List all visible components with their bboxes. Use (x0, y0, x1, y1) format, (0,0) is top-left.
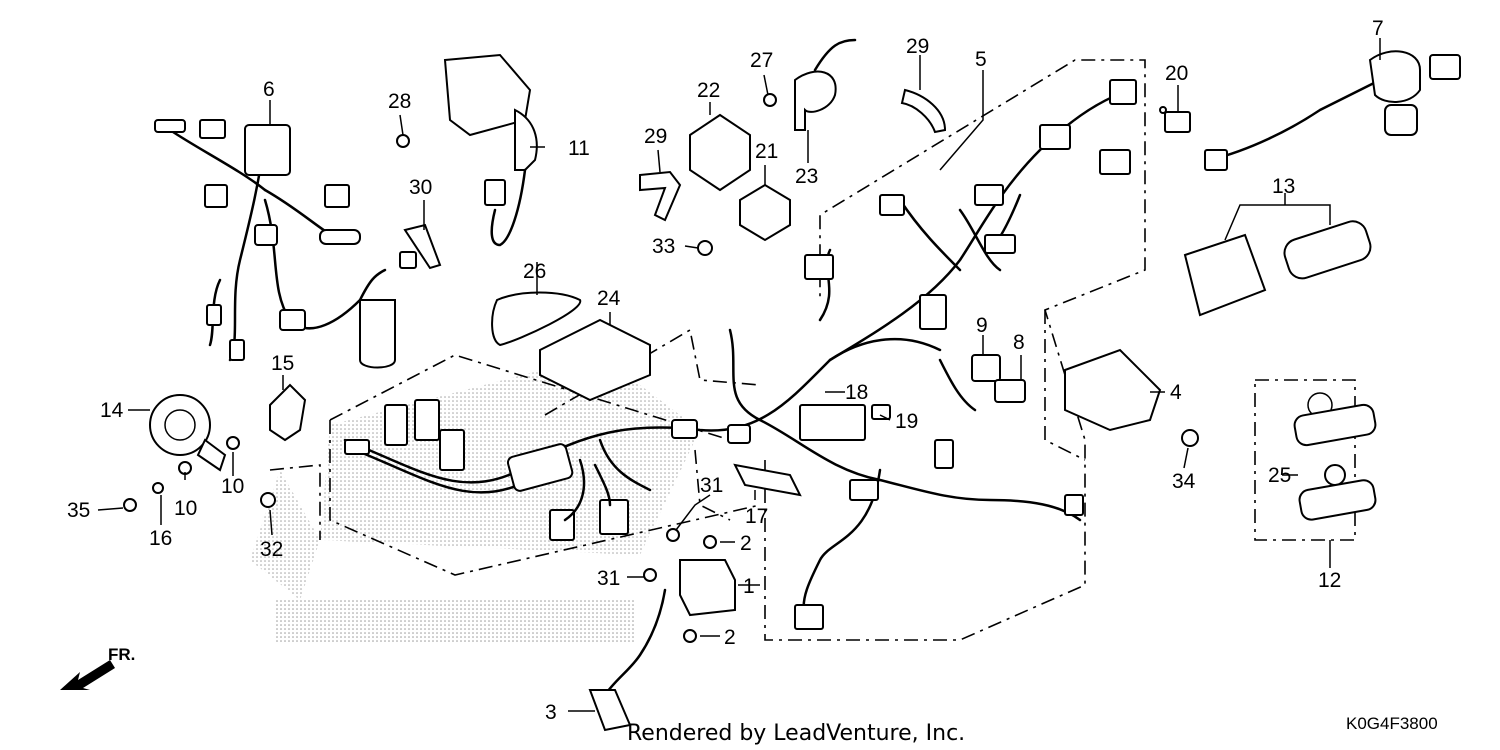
callout-7: 7 (1372, 17, 1384, 40)
clip-30 (399, 223, 442, 270)
callout-22: 22 (697, 79, 720, 102)
callout-2: 2 (740, 532, 752, 555)
callout-15: 15 (271, 352, 294, 375)
band-29a (639, 170, 682, 222)
fasteners (123, 93, 1199, 643)
callout-17: 17 (745, 505, 768, 528)
horn-14 (149, 394, 227, 472)
front-direction-arrow-icon (60, 660, 115, 690)
callout-4: 4 (1170, 381, 1182, 404)
callout-29: 29 (644, 125, 667, 148)
callout-11: 11 (568, 137, 590, 160)
callout-18: 18 (845, 381, 868, 404)
smart-unit-13 (1183, 220, 1372, 317)
callout-21: 21 (755, 140, 778, 163)
callout-16: 16 (149, 527, 172, 550)
callout-8: 8 (1013, 331, 1025, 354)
callout-10: 10 (221, 475, 244, 498)
honda-wordmark-watermark (275, 598, 635, 644)
callout-31: 31 (597, 567, 620, 590)
smart-key-12 (1293, 392, 1377, 521)
ecu-24 (539, 318, 651, 402)
spark-plug-cap-3 (588, 689, 632, 732)
leader-lines (97, 38, 1381, 712)
callout-23: 23 (795, 165, 818, 188)
callout-29: 29 (906, 35, 929, 58)
starter-relay-9 (971, 354, 1001, 382)
connector-19 (871, 404, 891, 420)
callout-20: 20 (1165, 62, 1188, 85)
callout-30: 30 (409, 176, 432, 199)
callout-10: 10 (174, 497, 197, 520)
callout-31: 31 (700, 474, 723, 497)
callout-labels: 1 2 2 3 4 5 6 7 8 9 10 10 11 12 13 14 15… (67, 17, 1384, 724)
callout-13: 13 (1272, 175, 1295, 198)
bracket-23 (794, 38, 857, 131)
callout-24: 24 (597, 287, 621, 310)
band-29b (900, 88, 947, 134)
callout-32: 32 (260, 538, 283, 561)
ignition-switch-part (443, 53, 538, 247)
callout-25: 25 (1268, 464, 1291, 487)
front-direction-label: FR. (108, 645, 135, 664)
callout-14: 14 (100, 399, 124, 422)
callout-3: 3 (545, 701, 557, 724)
callout-28: 28 (388, 90, 411, 113)
ignition-coil-1 (603, 559, 736, 697)
relay-8 (994, 379, 1026, 403)
callout-27: 27 (750, 49, 773, 72)
callout-6: 6 (263, 78, 275, 101)
callout-5: 5 (975, 48, 987, 71)
callout-33: 33 (652, 235, 675, 258)
bracket-15 (269, 383, 307, 442)
callout-26: 26 (523, 260, 546, 283)
render-credit: Rendered by LeadVenture, Inc. (627, 721, 965, 746)
main-wire-harness (343, 79, 1137, 630)
diagram-code: K0G4F3800 (1346, 714, 1438, 733)
relay-22 (689, 113, 751, 192)
callout-12: 12 (1318, 569, 1341, 592)
callout-9: 9 (976, 314, 988, 337)
relay-21 (739, 183, 791, 242)
callout-1: 1 (743, 575, 755, 598)
regulator-4 (1064, 348, 1162, 432)
callout-19: 19 (895, 410, 918, 433)
front-sub-harness (154, 119, 396, 369)
sub-harness-7 (1204, 50, 1461, 171)
callout-34: 34 (1172, 470, 1196, 493)
callout-2: 2 (724, 626, 736, 649)
battery-18 (799, 404, 866, 441)
callout-35: 35 (67, 499, 90, 522)
fuse-17 (733, 463, 802, 497)
honda-wing-logo-icon (250, 355, 700, 600)
band-26 (491, 291, 582, 347)
connector-20 (1164, 111, 1191, 133)
group-outlines (269, 59, 1356, 641)
